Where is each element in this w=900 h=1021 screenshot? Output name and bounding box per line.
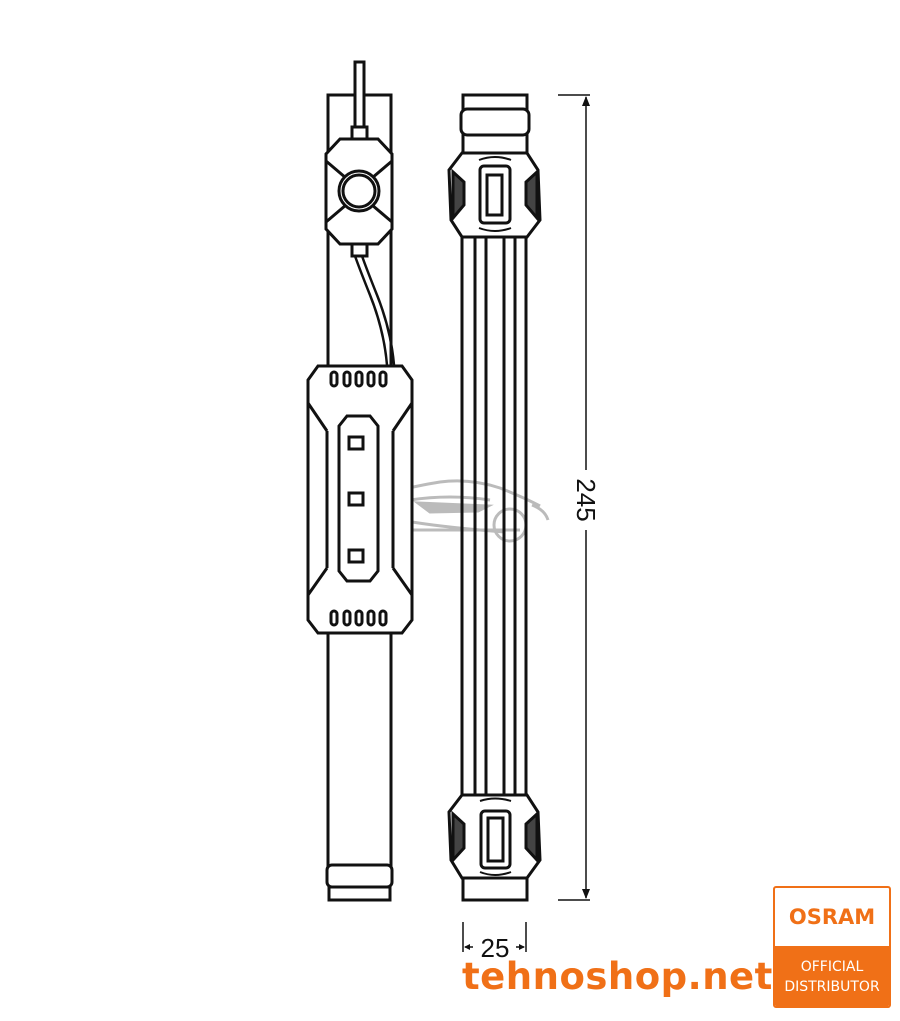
dimension-length-label: 245	[571, 478, 601, 521]
dimension-width-label: 25	[481, 933, 510, 963]
badge-line2: DISTRIBUTOR	[784, 979, 880, 995]
dimension-length	[558, 94, 590, 901]
badge-caption: OFFICIAL DISTRIBUTOR	[775, 946, 889, 1006]
badge-line1: OFFICIAL	[800, 959, 864, 975]
right-view	[447, 93, 542, 902]
top-connector	[447, 151, 542, 239]
dimension-width	[462, 922, 527, 952]
osram-distributor-badge: OSRAM OFFICIAL DISTRIBUTOR	[773, 886, 891, 1008]
bottom-connector	[447, 793, 542, 902]
badge-brand: OSRAM	[788, 905, 876, 929]
left-view	[306, 60, 414, 902]
shop-name: tehnoshop.net	[462, 955, 773, 998]
